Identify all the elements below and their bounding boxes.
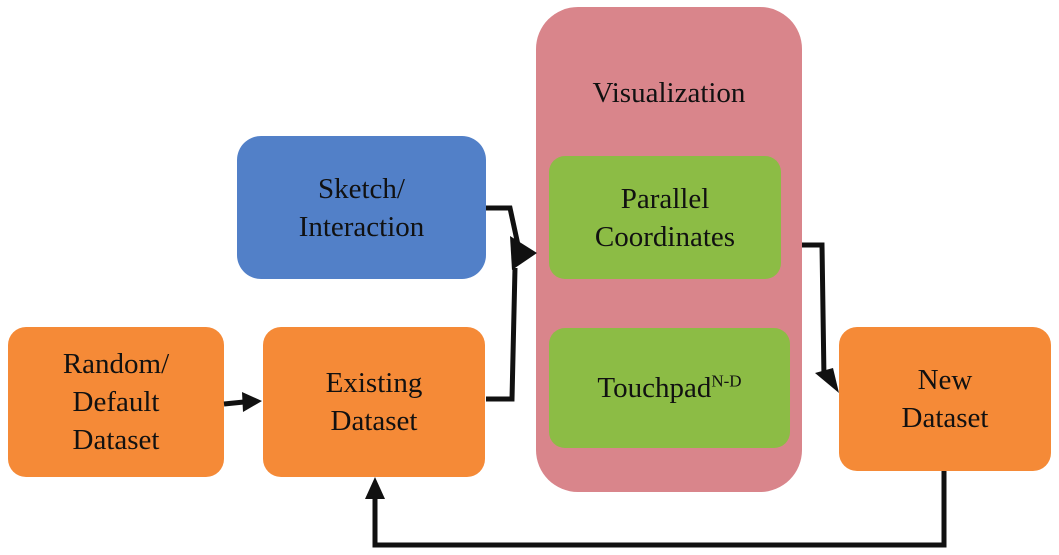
touchpad-label: Touchpad bbox=[597, 372, 712, 404]
random-line-3: Dataset bbox=[72, 424, 160, 456]
new-dataset-line-2: Dataset bbox=[901, 402, 989, 434]
arrow-sketch-to-visualization bbox=[486, 205, 521, 246]
parallel-coordinates-line-2: Coordinates bbox=[594, 220, 736, 253]
new-dataset-line-1: New bbox=[917, 364, 973, 396]
parallel-coordinates-line-1: Parallel bbox=[620, 182, 710, 215]
arrow-visualization-to-new-dataset bbox=[802, 242, 839, 393]
touchpad-superscript: N-D bbox=[711, 371, 742, 391]
touchpad-node: TouchpadN-D bbox=[549, 328, 790, 448]
arrow-existing-to-visualization bbox=[486, 267, 518, 402]
parallel-coordinates-node: Parallel Coordinates bbox=[549, 156, 781, 279]
sketch-interaction-node: Sketch/ Interaction bbox=[237, 136, 486, 279]
existing-dataset-node: Existing Dataset bbox=[263, 327, 485, 477]
merge-arrowhead bbox=[510, 236, 537, 270]
existing-line-1: Existing bbox=[325, 367, 423, 399]
random-line-2: Default bbox=[72, 386, 160, 418]
visualization-title: Visualization bbox=[592, 77, 746, 109]
existing-line-2: Dataset bbox=[330, 405, 418, 437]
arrow-new-dataset-to-existing bbox=[365, 471, 947, 548]
arrow-random-to-existing bbox=[223, 392, 262, 412]
sketch-line-1: Sketch/ bbox=[317, 172, 405, 205]
random-default-dataset-node: Random/ Default Dataset bbox=[8, 327, 224, 477]
random-line-1: Random/ bbox=[62, 348, 170, 380]
new-dataset-node: New Dataset bbox=[839, 327, 1051, 471]
sketch-line-2: Interaction bbox=[298, 210, 425, 243]
